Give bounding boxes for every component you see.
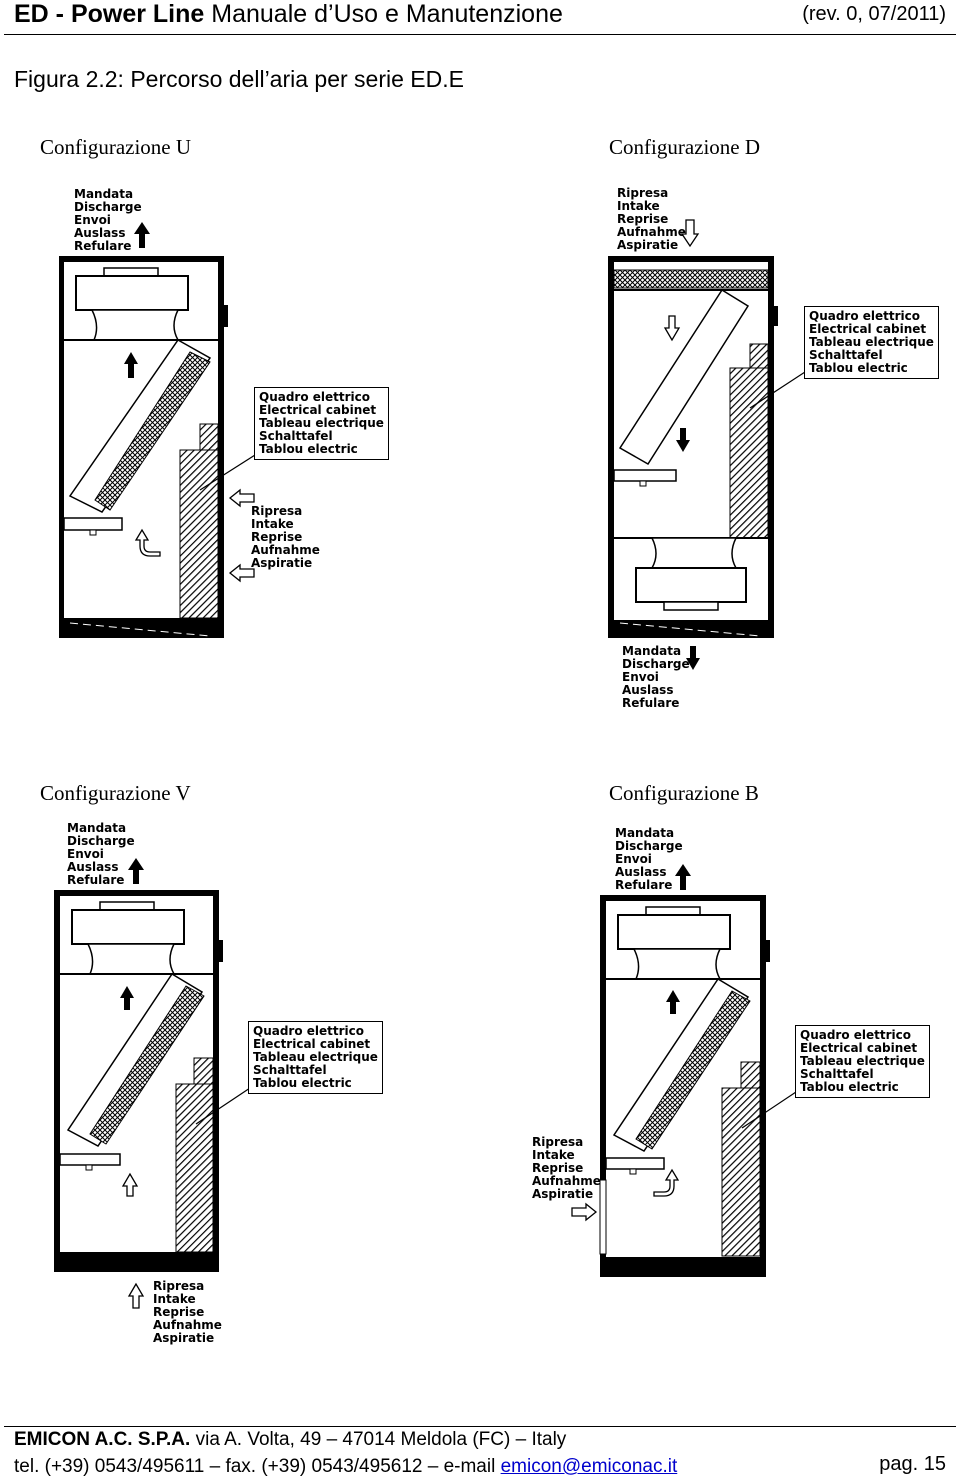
config-b-cabinet-leader [741,1091,797,1129]
config-d-label: Configurazione D [609,135,761,159]
config-b-coil [612,977,751,1152]
config-u-intake-arrows [228,488,255,583]
config-d-discharge-arrow [686,646,700,670]
product-line-name: ED - Power Line [14,0,205,28]
manual-title: Manuale d’Uso e Manutenzione [211,0,563,28]
config-b-fan [606,906,760,980]
config-u-fan [64,267,218,341]
config-u-electrical-cabinet [179,423,219,619]
config-b-return-arrow [653,1168,680,1197]
company-address: via A. Volta, 49 – 47014 Meldola (FC) – … [195,1429,567,1450]
contact-numbers: tel. (+39) 0543/495611 – fax. (+39) 0543… [14,1456,496,1477]
config-d-intake-arrow [680,219,700,248]
footer-contact-line: tel. (+39) 0543/495611 – fax. (+39) 0543… [14,1456,677,1478]
config-u-airflow-up-arrow [124,352,138,378]
document-header-title: ED - Power Line Manuale d’Uso e Manutenz… [14,0,563,29]
config-b-discharge-arrow [675,864,691,890]
config-d-airflow-down-arrow [676,428,690,452]
config-b-electrical-cabinet [721,1061,761,1257]
config-d-fan [635,537,747,611]
config-d-filter [613,269,769,291]
config-u-drain-tray [63,517,123,536]
config-d-electrical-cabinet [729,343,769,539]
config-v-coil [66,972,205,1147]
config-u-label: Configurazione U [40,135,192,159]
config-v-intake-arrow [127,1282,145,1309]
config-v-discharge-arrow [128,858,144,884]
config-d-coil [618,288,750,466]
config-b-drain-tray [605,1157,665,1175]
config-u-cabinet-leader [199,454,256,491]
page-number: pag. 15 [879,1453,946,1475]
config-u-coil [68,339,212,513]
config-v-electrical-cabinet [175,1057,214,1253]
config-b-intake-arrow [571,1202,598,1222]
config-b-airflow-up-arrow [666,990,680,1014]
header-divider [4,34,956,35]
email-link[interactable]: emicon@emiconac.it [500,1456,678,1477]
revision-label: (rev. 0, 07/2011) [802,3,946,25]
footer-divider [4,1426,956,1427]
config-u-discharge-arrow [134,222,150,248]
config-d-airflow-down-arrow-outline [663,315,681,342]
footer-company-line: EMICON A.C. S.P.A. via A. Volta, 49 – 47… [14,1429,566,1451]
config-v-fan [60,901,213,975]
config-b-label: Configurazione B [609,781,759,805]
company-name: EMICON A.C. S.P.A. [14,1429,191,1450]
config-v-label: Configurazione V [40,781,191,805]
config-v-airflow-up-arrow [120,986,134,1010]
config-d-drain-tray [613,469,677,487]
config-v-drain-tray [59,1153,121,1171]
config-u-return-arrow [134,528,161,557]
config-v-internal-intake-arrow [121,1172,139,1197]
config-v-cabinet-leader [195,1087,251,1125]
figure-caption: Figura 2.2: Percorso dell’aria per serie… [14,66,464,92]
config-d-cabinet-leader [749,371,806,409]
